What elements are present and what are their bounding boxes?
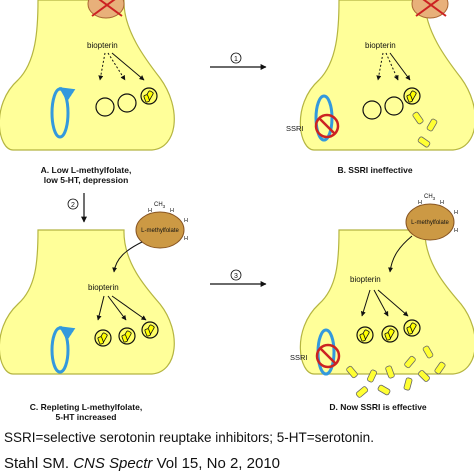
serotonin-vesicle-d1 bbox=[356, 326, 374, 344]
l-methylfolate-molecule-d: L-methylfolate CH3 H H H H bbox=[405, 194, 458, 241]
biopterin-arrows-d bbox=[360, 289, 409, 317]
citation-author: Stahl SM. bbox=[4, 455, 74, 472]
step-2-arrow: 2 bbox=[67, 193, 87, 223]
citation: Stahl SM. CNS Spectr Vol 15, No 2, 2010 bbox=[4, 455, 280, 472]
h-label-c1: H bbox=[148, 208, 152, 214]
panel-c: L-methylfolate CH3 H H H H biopterin C. … bbox=[0, 202, 188, 422]
biopterin-arrows-c bbox=[96, 295, 147, 321]
ssri-label-b: SSRI bbox=[286, 124, 304, 133]
empty-vesicle-a2 bbox=[117, 93, 137, 113]
reuptake-pump-b bbox=[314, 94, 334, 142]
panel-a: biopterin A. Low L-methylfolate, low 5-H… bbox=[0, 0, 175, 185]
biopterin-label-a: biopterin bbox=[87, 41, 118, 50]
folate-label-d: L-methylfolate bbox=[411, 220, 449, 226]
folate-arrow-d bbox=[388, 235, 413, 273]
folate-cell-crossed-b bbox=[411, 0, 449, 19]
biopterin-arrows-b bbox=[376, 52, 411, 81]
h-label-d1: H bbox=[418, 200, 422, 206]
step-2-label: 2 bbox=[71, 202, 75, 209]
biopterin-label-d: biopterin bbox=[350, 275, 381, 284]
serotonin-vesicle-d2 bbox=[381, 325, 399, 343]
h-label-c4: H bbox=[184, 236, 188, 242]
reuptake-pump-a bbox=[50, 86, 76, 139]
presynaptic-terminal-a bbox=[0, 0, 175, 151]
biopterin-arrows-a bbox=[98, 52, 145, 81]
step-1-arrow: 1 bbox=[210, 52, 267, 70]
l-methylfolate-molecule-c: L-methylfolate CH3 H H H H bbox=[135, 202, 188, 249]
folate-cell-crossed-a bbox=[87, 0, 125, 19]
serotonin-molecule-d6 bbox=[355, 385, 369, 399]
caption-b-line1: B. SSRI ineffective bbox=[337, 165, 412, 175]
step-3-arrow: 3 bbox=[210, 269, 267, 287]
serotonin-molecule-d7 bbox=[376, 384, 392, 396]
ssri-label-d: SSRI bbox=[290, 353, 308, 362]
panel-d: L-methylfolate CH3 H H H H biopterin bbox=[290, 194, 474, 412]
caption-c-line1: C. Repleting L-methylfolate, bbox=[30, 402, 142, 412]
h-label-c2: H bbox=[170, 208, 174, 214]
ch3-label-c: CH3 bbox=[154, 202, 166, 209]
ch3-label-d: CH3 bbox=[424, 194, 436, 201]
h-label-d3: H bbox=[454, 210, 458, 216]
serotonin-vesicle-b bbox=[403, 87, 421, 105]
citation-rest: Vol 15, No 2, 2010 bbox=[152, 455, 281, 472]
reuptake-pump-c bbox=[50, 325, 76, 374]
step-3-label: 3 bbox=[234, 273, 238, 280]
biopterin-label-b: biopterin bbox=[365, 41, 396, 50]
presynaptic-terminal-b bbox=[299, 0, 474, 151]
caption-d-line1: D. Now SSRI is effective bbox=[329, 402, 427, 412]
caption-a-line2: low 5-HT, depression bbox=[44, 175, 129, 185]
presynaptic-terminal-d bbox=[299, 229, 474, 375]
legend-text: SSRI=selective serotonin reuptake inhibi… bbox=[4, 430, 374, 445]
step-1-label: 1 bbox=[234, 56, 238, 63]
serotonin-vesicle-a bbox=[140, 87, 158, 105]
folate-label-c: L-methylfolate bbox=[141, 228, 179, 234]
presynaptic-terminal-c bbox=[0, 229, 175, 375]
empty-vesicle-a1 bbox=[95, 97, 115, 117]
ssri-blocker-b bbox=[314, 113, 340, 139]
panel-b: biopterin SSRI B. SSRI ineffective bbox=[286, 0, 474, 175]
caption-c-line2: 5-HT increased bbox=[56, 412, 117, 422]
citation-journal: CNS Spectr bbox=[73, 455, 153, 472]
empty-vesicle-b2 bbox=[384, 96, 404, 116]
h-label-c3: H bbox=[184, 218, 188, 224]
folate-arrow-c bbox=[112, 241, 143, 273]
serotonin-molecule-d8 bbox=[403, 377, 413, 391]
serotonin-vesicle-c2 bbox=[118, 327, 136, 345]
caption-a-line1: A. Low L-methylfolate, bbox=[41, 165, 132, 175]
serotonin-vesicle-d3 bbox=[403, 319, 421, 337]
h-label-d2: H bbox=[440, 200, 444, 206]
biopterin-label-c: biopterin bbox=[88, 283, 119, 292]
serotonin-vesicle-c1 bbox=[94, 329, 112, 347]
serotonin-vesicle-c3 bbox=[141, 321, 159, 339]
ssri-blocker-d bbox=[315, 343, 341, 369]
empty-vesicle-b1 bbox=[362, 100, 382, 120]
h-label-d4: H bbox=[454, 228, 458, 234]
